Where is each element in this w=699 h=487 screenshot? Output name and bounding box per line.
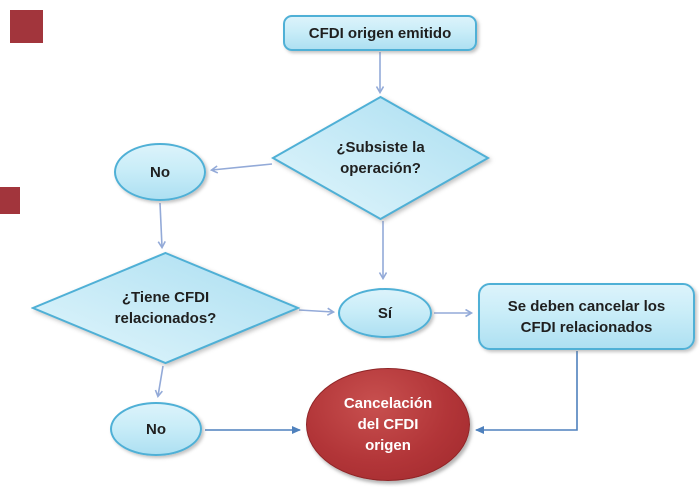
clipped-accent-square-top-left [10, 10, 43, 43]
node-no-1: No [114, 143, 206, 201]
clipped-accent-square-left [0, 187, 20, 214]
node-no-2: No [110, 402, 202, 456]
node-decision-related: ¿Tiene CFDI relacionados? [31, 251, 300, 365]
decision-operation-line1: ¿Subsiste la [336, 139, 425, 156]
node-decision-related-shape [31, 251, 300, 365]
decision-related-line1: ¿Tiene CFDI [121, 289, 210, 306]
node-decision-operation-shape [271, 95, 490, 221]
node-decision-operation: ¿Subsiste la operación? [271, 95, 490, 221]
arrow-decision-related-to-yes [298, 310, 333, 312]
node-start-label: CFDI origen emitido [308, 24, 452, 42]
node-yes: Sí [338, 288, 432, 338]
cancel-origin-line2: del CFDI [357, 416, 419, 433]
node-yes-label: Sí [377, 304, 393, 322]
node-cancel-origin: Cancelación del CFDI origen [306, 368, 470, 481]
node-no-2-label: No [146, 420, 166, 438]
node-no-1-label: No [150, 163, 170, 181]
arrow-decision-related-to-no2 [158, 365, 164, 396]
node-start: CFDI origen emitido [283, 15, 477, 51]
arrow-decision-operation-to-no1 [212, 163, 273, 170]
cancel-origin-line3: origen [365, 437, 411, 454]
cancel-origin-line1: Cancelación [343, 395, 433, 412]
node-cancel-related: Se deben cancelar los CFDI relacionados [478, 283, 695, 350]
decision-operation-line2: operación? [340, 160, 421, 177]
cancel-related-line1: Se deben cancelar los [507, 297, 666, 315]
decision-related-line2: relacionados? [114, 310, 217, 327]
cancel-related-line2: CFDI relacionados [520, 318, 653, 336]
arrow-cancel-related-to-cancel-origin [475, 351, 578, 434]
arrow-no1-to-decision-related [160, 202, 162, 247]
